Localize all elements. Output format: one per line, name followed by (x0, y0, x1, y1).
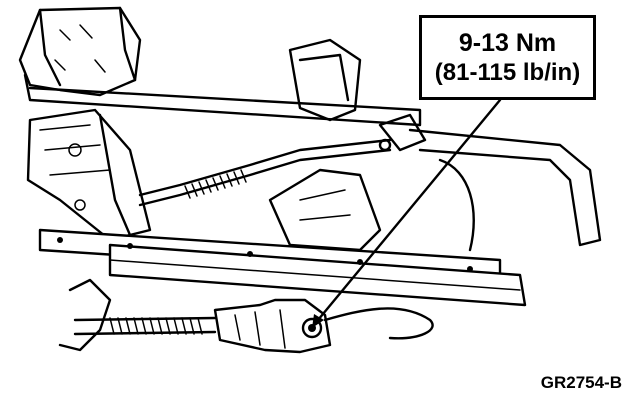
torque-imperial: (81-115 lb/in) (434, 58, 581, 86)
torque-callout-box: 9-13 Nm (81-115 lb/in) (419, 15, 596, 100)
right-bracket-and-rod (268, 128, 602, 252)
figure-id-label: GR2754-B (540, 373, 622, 392)
torque-metric: 9-13 Nm (458, 28, 557, 57)
lower-seat-track (38, 228, 527, 307)
upper-spring-assembly (138, 113, 427, 207)
callout-arrowhead (312, 314, 324, 328)
callout-leader-line (316, 98, 502, 322)
lower-actuator-assembly (58, 278, 434, 354)
upper-seat-frame (18, 6, 422, 127)
left-riser-bracket (26, 108, 152, 242)
